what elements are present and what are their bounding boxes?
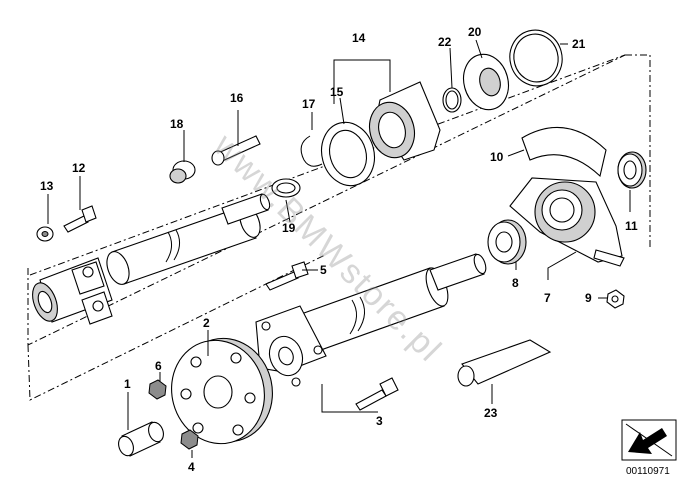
part-label-2: 2 [203, 316, 210, 330]
part-16-bolt [211, 135, 261, 166]
part-3-bolt [355, 377, 399, 411]
part-label-23: 23 [484, 406, 498, 420]
part-label-4: 4 [188, 460, 195, 474]
part-4-nut [180, 429, 199, 450]
part-label-17: 17 [302, 97, 316, 111]
part-label-3: 3 [376, 414, 383, 428]
part-5-bolt [265, 261, 309, 291]
part-label-16: 16 [230, 91, 244, 105]
part-label-11: 11 [625, 219, 638, 233]
part-6-nut [148, 379, 167, 400]
part-15-gasket [321, 121, 375, 187]
part-label-10: 10 [490, 150, 504, 164]
part-10-dust-cover [521, 126, 607, 178]
part-label-19: 19 [282, 221, 296, 235]
part-12-bolt [63, 205, 97, 233]
part-label-20: 20 [468, 25, 482, 39]
part-14-housing [368, 81, 441, 161]
part-label-21: 21 [572, 37, 586, 51]
part-label-7: 7 [544, 291, 551, 305]
part-18-plug [169, 160, 196, 184]
part-23-grease-tube [457, 339, 552, 387]
part-label-1: 1 [124, 377, 131, 391]
part-label-22: 22 [438, 35, 452, 49]
part-8-bearing [487, 219, 527, 265]
part-9-nut [606, 289, 625, 309]
part-19-clamp [271, 178, 301, 198]
part-17-circlip [300, 135, 323, 167]
part-1-sleeve [118, 421, 164, 457]
part-13-washer [36, 226, 54, 242]
leader-lines [47, 39, 631, 458]
part-20-flange-plate [462, 53, 510, 111]
arrow-icon [628, 428, 667, 454]
drive-shaft-front [106, 193, 271, 285]
part-7-center-bearing [509, 177, 625, 267]
part-label-9: 9 [585, 291, 592, 305]
part-label-8: 8 [512, 276, 519, 290]
part-label-12: 12 [72, 161, 86, 175]
part-label-18: 18 [170, 117, 184, 131]
part-label-15: 15 [330, 85, 344, 99]
part-labels: 1 2 3 4 5 6 7 8 9 10 11 12 13 14 15 16 1… [40, 25, 638, 474]
part-11-seal [617, 151, 647, 189]
rear-flange [255, 305, 327, 387]
universal-joint-front [32, 257, 113, 325]
part-2-flex-disc [171, 337, 273, 445]
part-22-circlip [442, 87, 462, 113]
part-label-14: 14 [352, 31, 366, 45]
part-label-6: 6 [155, 359, 162, 373]
part-label-13: 13 [40, 179, 54, 193]
reference-code: 00110971 [626, 466, 670, 477]
part-21-seal [509, 29, 563, 87]
part-label-5: 5 [320, 263, 327, 277]
corner-arrow-box [621, 419, 677, 461]
drive-shaft-rear [289, 253, 487, 357]
